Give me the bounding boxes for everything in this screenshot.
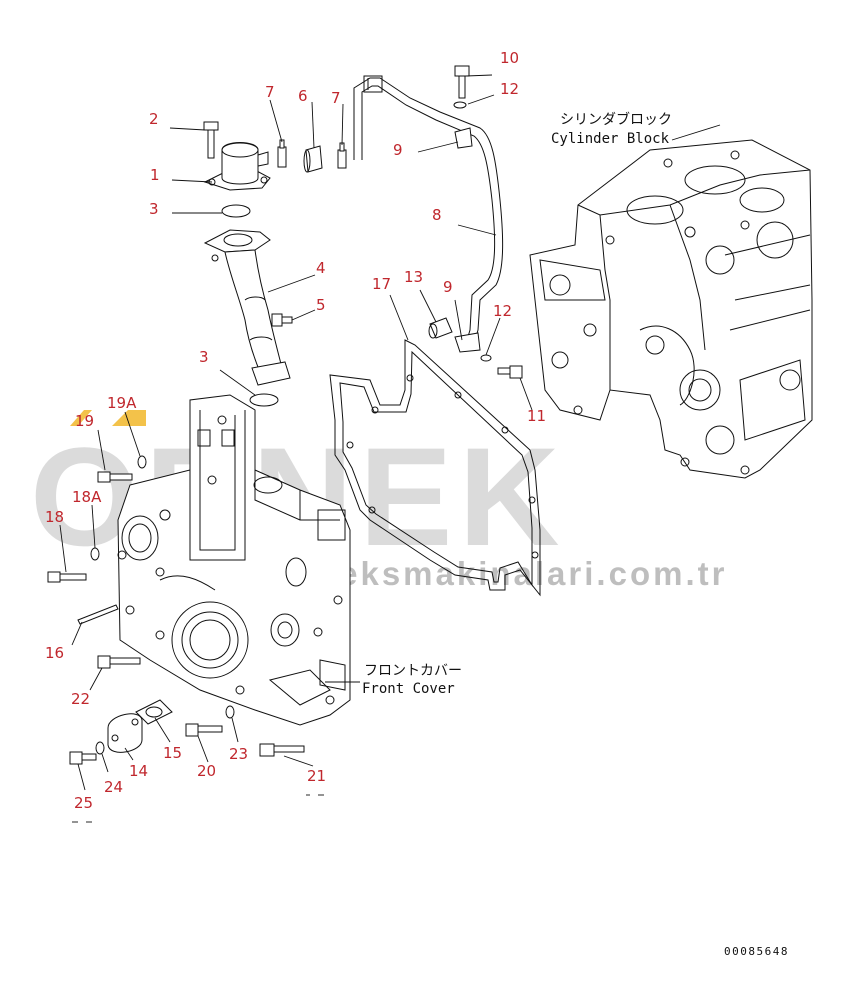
cylinder-block — [529, 139, 813, 479]
callout-11: 11 — [527, 407, 546, 425]
callout-21: 21 — [307, 767, 326, 785]
front-cover-jp: フロントカバー — [364, 663, 462, 679]
callout-7: 7 — [331, 89, 341, 107]
gasket-15 — [135, 699, 173, 725]
callout-13: 13 — [404, 268, 423, 286]
cover-14 — [107, 713, 143, 753]
callout-15: 15 — [163, 744, 182, 762]
callout-9: 9 — [393, 141, 403, 159]
tube-8 — [353, 75, 504, 351]
callout-17: 17 — [372, 275, 391, 293]
callout-20: 20 — [197, 762, 216, 780]
front-cover-label: フロントカバー Front Cover — [325, 663, 462, 697]
bolt-20 — [185, 723, 223, 737]
callout-3: 3 — [199, 348, 209, 366]
callout-12: 12 — [500, 80, 519, 98]
clip-9b — [454, 332, 481, 353]
clip-9a — [454, 127, 473, 149]
bolt-21 — [259, 743, 305, 757]
drawing-code: 00085648 — [724, 945, 789, 958]
thermostat-housing — [203, 142, 271, 191]
dowel-pin-16 — [77, 604, 119, 625]
clamp-7a — [277, 139, 287, 168]
callout-18A: 18A — [72, 488, 102, 506]
callout-8: 8 — [432, 206, 442, 224]
callout-9: 9 — [443, 278, 453, 296]
bolt-11 — [497, 365, 523, 379]
bolt-10 — [454, 65, 470, 99]
bolt-5 — [271, 313, 293, 327]
cylinder-block-jp: シリンダブロック — [560, 111, 672, 128]
bolt-22 — [97, 655, 141, 669]
washer-23 — [225, 705, 235, 719]
callout-labels: 1 2 3 3 4 5 6 7 7 8 9 9 10 11 12 12 13 1… — [45, 49, 546, 812]
bolt-19 — [97, 471, 133, 483]
callout-18: 18 — [45, 508, 64, 526]
callout-19: 19 — [75, 412, 94, 430]
callout-22: 22 — [71, 690, 90, 708]
watermark-accent-mark — [70, 410, 92, 426]
hose-6 — [303, 145, 323, 173]
callout-24: 24 — [104, 778, 123, 796]
callout-14: 14 — [129, 762, 148, 780]
callout-19A: 19A — [107, 394, 137, 412]
washer-12b — [480, 354, 492, 362]
callout-25: 25 — [74, 794, 93, 812]
callout-12: 12 — [493, 302, 512, 320]
watermark-accent-mark — [112, 410, 146, 426]
front-cover — [117, 394, 351, 726]
washer-19A — [137, 455, 147, 469]
cylinder-block-label: シリンダブロック Cylinder Block — [551, 111, 721, 147]
washer-24 — [95, 741, 105, 755]
callout-7: 7 — [265, 83, 275, 101]
spacer-13 — [428, 317, 453, 339]
front-cover-en: Front Cover — [362, 681, 455, 697]
callout-3: 3 — [149, 200, 159, 218]
o-ring-upper — [221, 204, 251, 218]
callout-1: 1 — [150, 166, 160, 184]
front-cover-gasket — [329, 339, 541, 597]
cylinder-block-en: Cylinder Block — [551, 131, 670, 147]
callout-2: 2 — [149, 110, 159, 128]
callout-16: 16 — [45, 644, 64, 662]
callout-23: 23 — [229, 745, 248, 763]
callout-6: 6 — [298, 87, 308, 105]
clamp-7b — [337, 142, 347, 169]
leader-lines — [59, 74, 533, 791]
callout-4: 4 — [316, 259, 326, 277]
bolt-2 — [203, 121, 219, 159]
bolt-18 — [47, 571, 87, 583]
bolt-25 — [69, 751, 97, 765]
washer-12a — [453, 101, 467, 109]
callout-10: 10 — [500, 49, 519, 67]
water-connector-elbow — [203, 229, 291, 386]
o-ring-lower — [249, 393, 279, 407]
callout-5: 5 — [316, 296, 326, 314]
